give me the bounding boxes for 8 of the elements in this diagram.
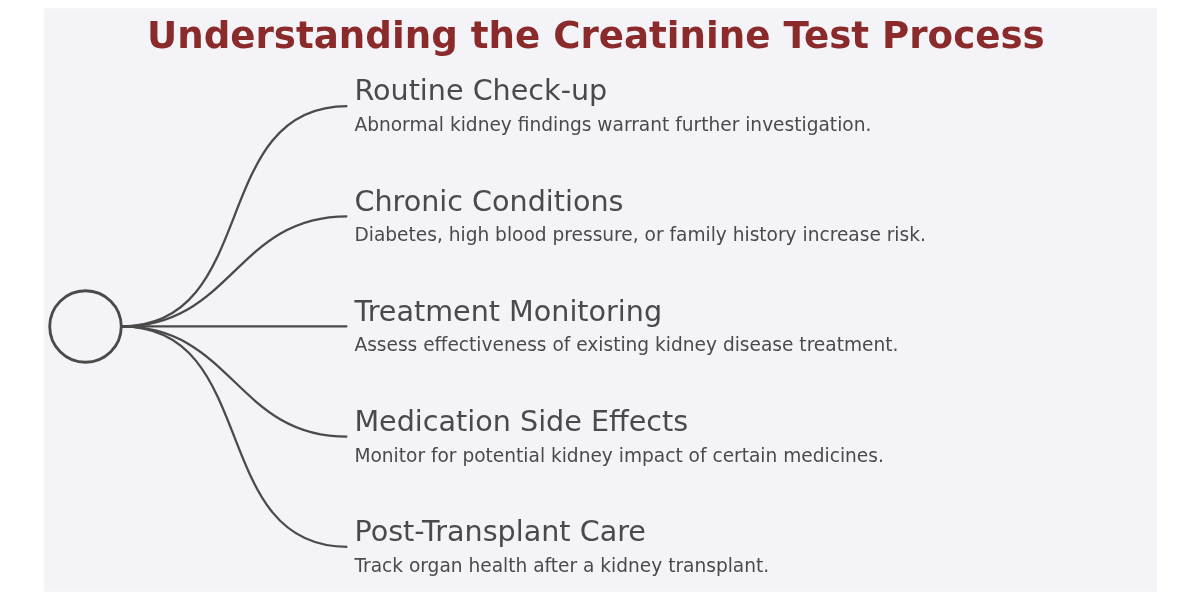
diagram-title: Understanding the Creatinine Test Process [146, 12, 1045, 57]
node-text: Chronic Conditions Diabetes, high blood pressure, or family history increase risk. [353, 183, 926, 246]
node-text: Treatment Monitoring Assess effectiveness of existing kidney disease treatment. [353, 293, 898, 356]
connector [120, 325, 347, 548]
node-text: Post-Transplant Care Track organ health after a kidney transplant. [353, 514, 769, 576]
node-text: Medication Side Effects Monitor for potential kidney impact of certain medicines. [353, 403, 884, 466]
node-picture [47, 289, 123, 364]
node-text: Routine Check-up Abnormal kidney findings warrant further investigation. [353, 73, 871, 136]
